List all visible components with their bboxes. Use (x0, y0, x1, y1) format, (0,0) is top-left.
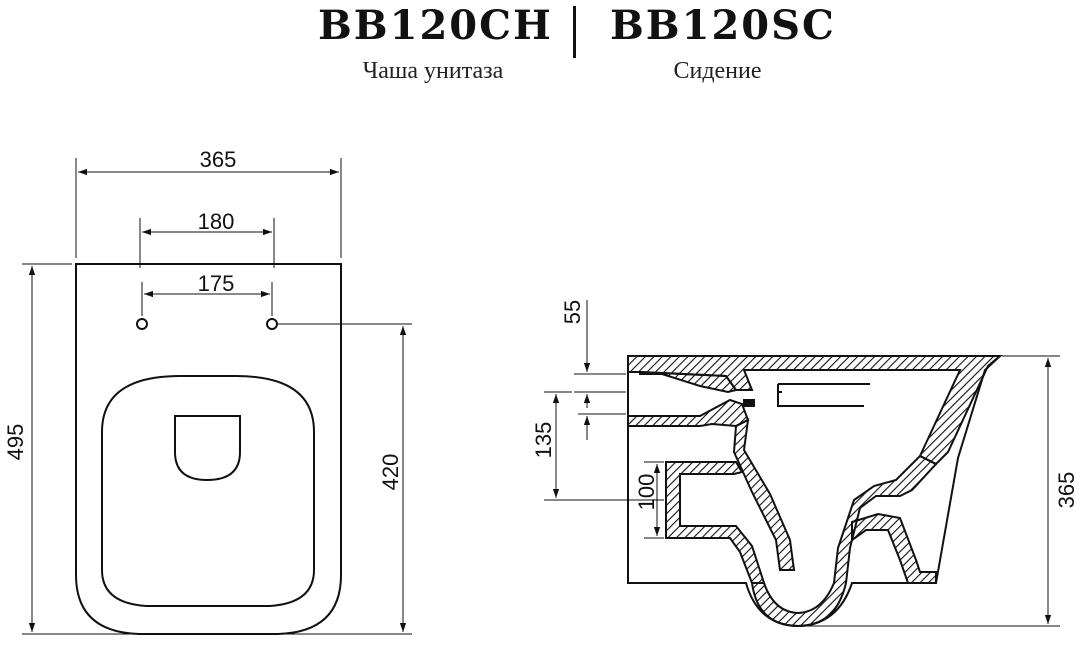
side-dimensions (544, 300, 1060, 627)
flush-channel (639, 370, 738, 394)
bowl-outline-top (75, 263, 342, 635)
dim-length-label: 495 (3, 424, 28, 461)
seat-hinge (777, 383, 870, 407)
dim-outlet-label: 100 (634, 474, 659, 511)
top-view (22, 158, 412, 635)
trap-section (750, 454, 938, 628)
rim-inner-outline (101, 375, 315, 607)
bowl-name: Чаша унитаза (362, 58, 504, 84)
dim-top-label: 55 (560, 300, 585, 324)
dim-height-label: 365 (1054, 472, 1079, 509)
rim-section (627, 355, 1003, 466)
dim-mount-inner-label: 175 (198, 271, 235, 296)
inlet-section (627, 398, 750, 428)
title-separator (573, 6, 576, 58)
outlet-section (665, 461, 766, 584)
bowl-model-code: BB120CH (318, 2, 553, 49)
dim-width-label: 365 (200, 147, 237, 172)
bowl-wall-section (732, 418, 796, 571)
hinge-block (743, 399, 755, 407)
mount-hole-left (136, 318, 148, 330)
rear-foot-section (851, 512, 937, 584)
dim-inlet-label: 135 (531, 422, 556, 459)
header: BB120CH BB120SC Чаша унитаза Сидение (0, 0, 1084, 90)
outlet-opening (174, 415, 241, 482)
side-view (627, 355, 1003, 628)
dim-mount-outer-label: 180 (198, 209, 235, 234)
dim-mount-to-front-label: 420 (378, 454, 403, 491)
bowl-outline-side (627, 355, 1003, 628)
mount-hole-right (266, 318, 278, 330)
seat-model-code: BB120SC (610, 2, 836, 49)
seat-name: Сидение (673, 58, 762, 84)
